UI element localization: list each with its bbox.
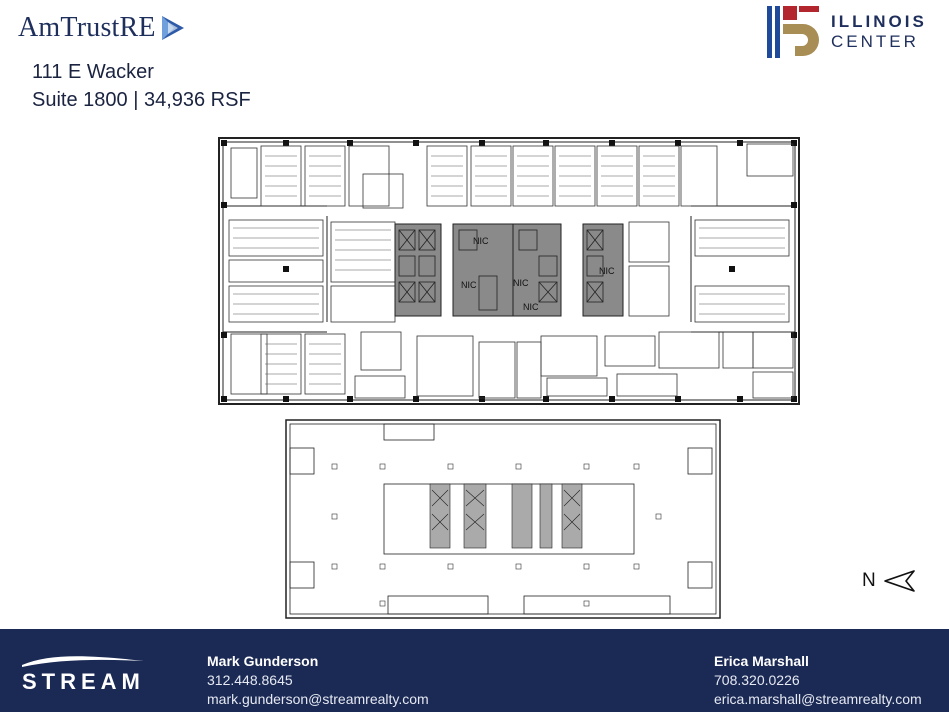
north-arrow-icon <box>883 570 915 592</box>
core-label-nic: NIC <box>461 280 477 290</box>
contact-card: Mark Gunderson 312.448.8645 mark.gunders… <box>207 652 429 709</box>
stream-wordmark: STREAM <box>22 669 145 694</box>
contact-name: Mark Gunderson <box>207 653 319 669</box>
amtrust-logo-text: AmTrustRE <box>18 12 156 43</box>
illinois-center-logo: ILLINOIS CENTER <box>765 6 927 58</box>
contact-phone[interactable]: 312.448.8645 <box>207 672 293 688</box>
illinois-center-line2: CENTER <box>831 32 919 51</box>
core-label-nic: NIC <box>599 266 615 276</box>
illinois-center-mark-icon <box>767 6 819 58</box>
footer-bar: STREAM Mark Gunderson 312.448.8645 mark.… <box>0 629 949 712</box>
floorplan-test-fit: NIC NIC NIC NIC NIC <box>218 137 800 405</box>
illinois-center-wordmark: ILLINOIS CENTER <box>831 12 927 52</box>
property-address: 111 E Wacker Suite 1800 | 34,936 RSF <box>32 58 251 114</box>
address-street: 111 E Wacker <box>32 61 154 83</box>
stream-wave-icon <box>22 656 144 667</box>
core-label-nic: NIC <box>473 236 489 246</box>
illinois-center-line1: ILLINOIS <box>831 12 927 31</box>
contact-email[interactable]: erica.marshall@streamrealty.com <box>714 691 922 707</box>
contact-card: Erica Marshall 708.320.0226 erica.marsha… <box>714 652 922 709</box>
floorplan-shell <box>285 419 721 619</box>
amtrust-arrow-icon <box>161 16 184 40</box>
contact-email[interactable]: mark.gunderson@streamrealty.com <box>207 691 429 707</box>
north-label: N <box>862 570 876 591</box>
amtrust-logo: AmTrustRE <box>18 12 186 44</box>
north-compass: N <box>862 570 916 592</box>
contact-name: Erica Marshall <box>714 653 809 669</box>
core-label-nic: NIC <box>513 278 529 288</box>
address-suite-rsf: Suite 1800 | 34,936 RSF <box>32 89 251 111</box>
core-label-nic: NIC <box>523 302 539 312</box>
contact-phone[interactable]: 708.320.0226 <box>714 672 800 688</box>
